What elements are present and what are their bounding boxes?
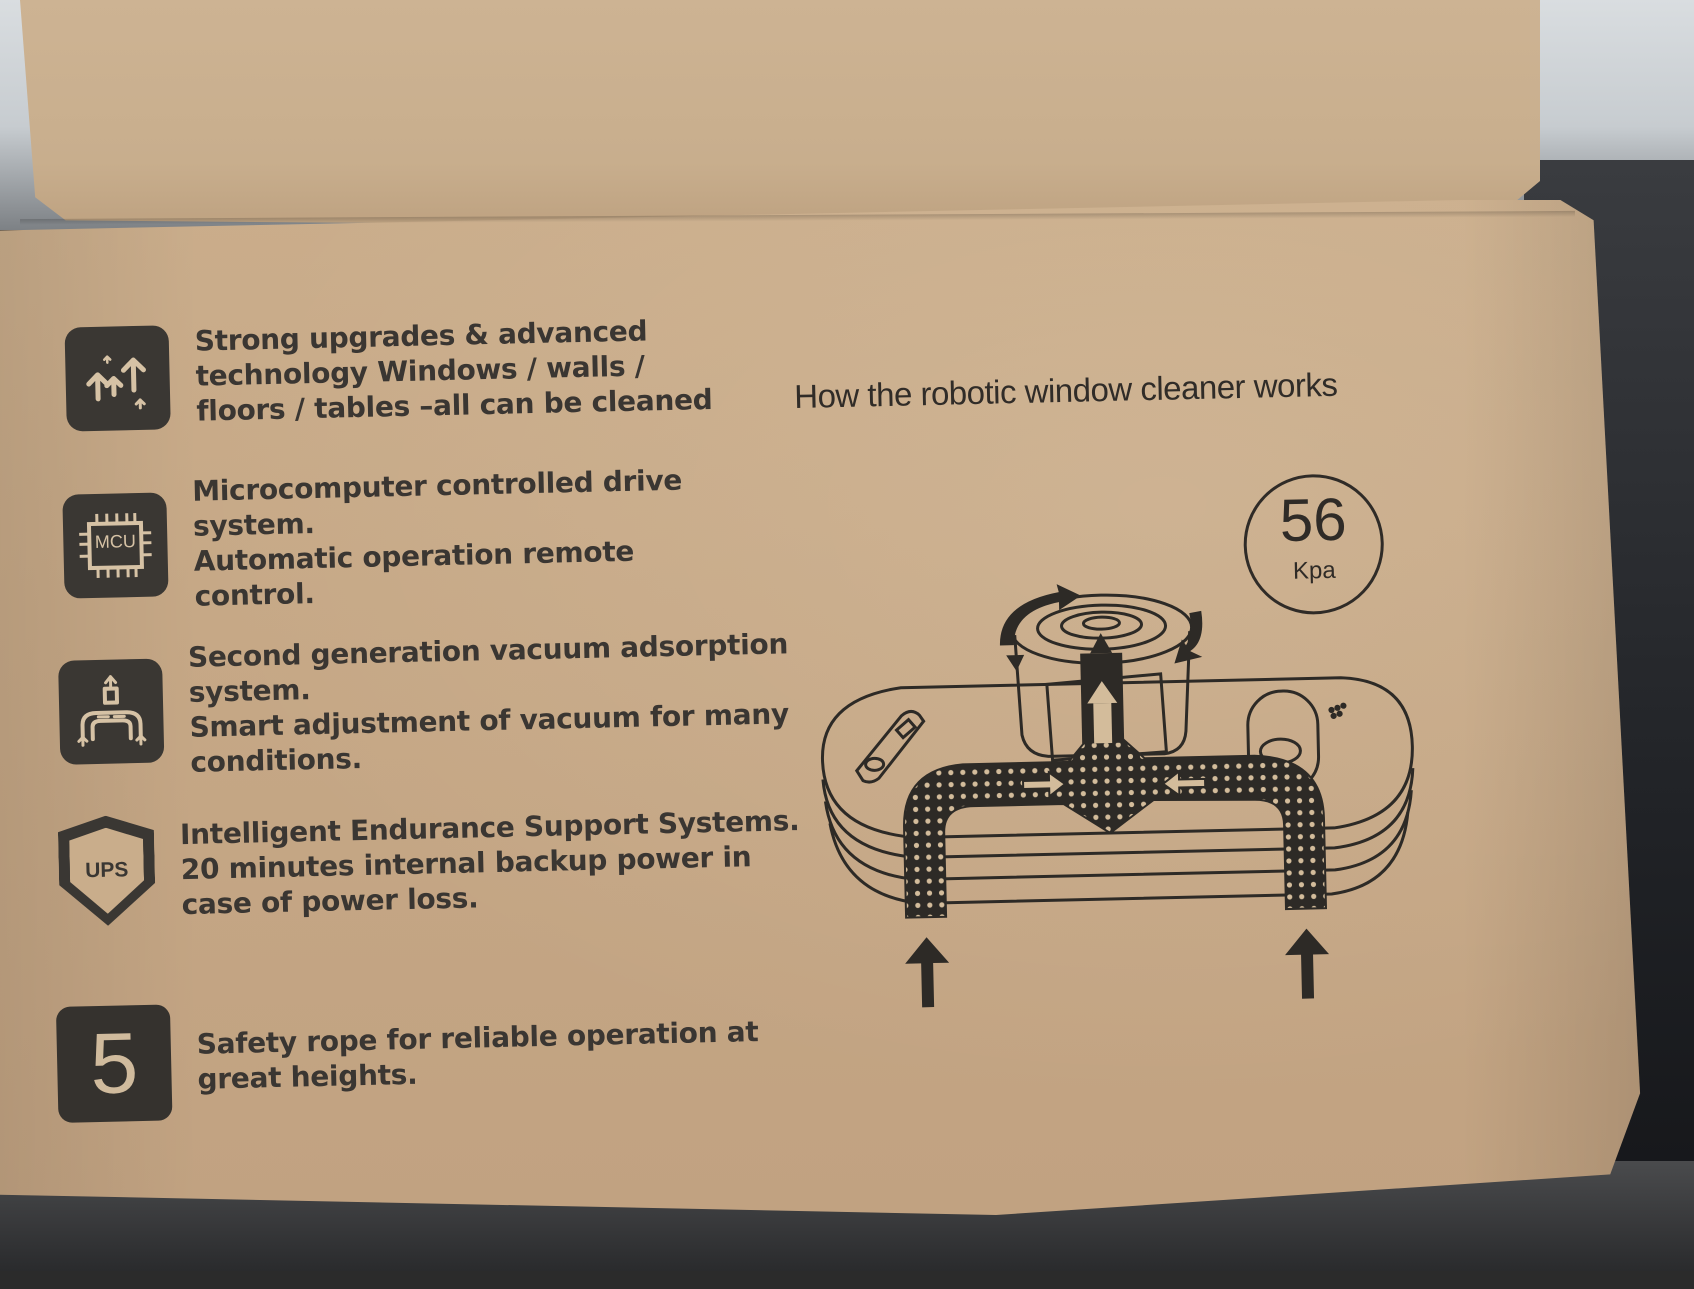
feature-ups-text: Intelligent Endurance Support Systems. 2… [180, 803, 802, 922]
arrows-up-icon [64, 325, 170, 431]
feature-safety-rope-text: Safety rope for reliable operation at gr… [196, 1014, 759, 1097]
feature-upgrades-text: Strong upgrades & advanced technology Wi… [194, 312, 712, 429]
vacuum-suction-icon [58, 658, 164, 764]
feature-safety-rope: 5 Safety rope for reliable operation at … [56, 991, 760, 1123]
robot-cleaner-diagram [809, 575, 1479, 1020]
pressure-value: 56 [1245, 486, 1380, 555]
five-label: 5 [89, 1014, 139, 1114]
diagram-title: How the robotic window cleaner works [794, 366, 1338, 416]
feature-upgrades: Strong upgrades & advanced technology Wi… [64, 312, 712, 432]
ups-shield-icon: UPS [58, 815, 156, 927]
number-five-icon: 5 [56, 1004, 173, 1123]
feature-ups: UPS Intelligent Endurance Support System… [58, 800, 802, 927]
feature-microcomputer: MCU Microcomputer controlled drive syste… [62, 463, 685, 617]
mcu-chip-icon: MCU [62, 492, 168, 598]
feature-microcomputer-text: Microcomputer controlled drive system. A… [192, 463, 685, 614]
ups-label: UPS [85, 858, 129, 883]
mcu-label: MCU [63, 530, 167, 553]
feature-vacuum: Second generation vacuum adsorption syst… [58, 626, 791, 783]
feature-vacuum-text: Second generation vacuum adsorption syst… [188, 626, 791, 780]
